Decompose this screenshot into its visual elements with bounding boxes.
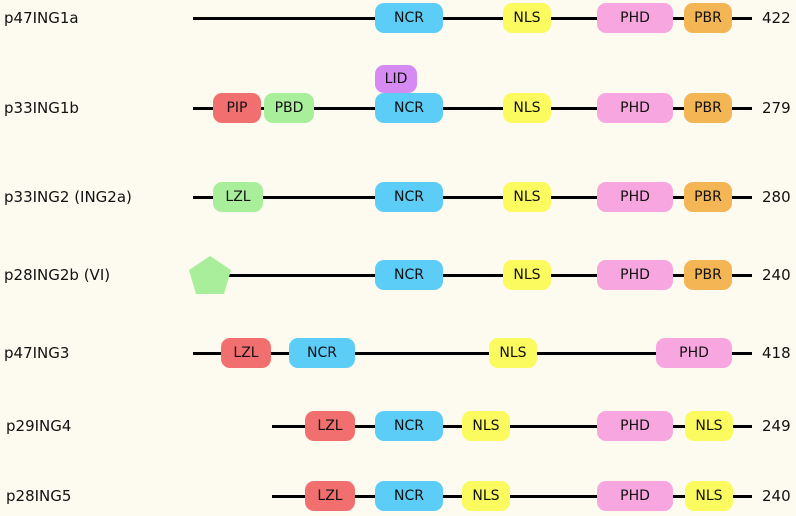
protein-length: 418 [762,344,791,362]
domain-ncr: NCR [375,411,443,441]
protein-backbone-line [193,16,752,20]
domain-nls: NLS [503,3,551,33]
domain-pbd: PBD [264,93,314,123]
domain-lzl: LZL [221,338,271,368]
domain-phd: PHD [656,338,732,368]
domain-lzl: LZL [305,411,355,441]
protein-name: p47ING3 [4,344,70,362]
domain-ncr: NCR [289,338,355,368]
domain-phd: PHD [597,481,673,511]
domain-phd: PHD [597,260,673,290]
protein-backbone-line [193,351,752,355]
domain-nls: NLS [462,411,510,441]
protein-row: p47ING3 LZL NCR NLS PHD 418 [0,333,796,373]
protein-backbone-line [193,106,752,110]
domain-phd: PHD [597,3,673,33]
domain-nls: NLS [685,481,733,511]
domain-nls: NLS [503,93,551,123]
protein-name: p33ING1b [4,99,79,117]
domain-phd: PHD [597,182,673,212]
domain-ncr: NCR [375,3,443,33]
protein-backbone-line [272,494,752,498]
protein-name: p28ING5 [6,487,72,505]
domain-ncr: NCR [375,260,443,290]
domain-nls: NLS [489,338,537,368]
protein-row: p29ING4 LZL NCR NLS PHD NLS 249 [0,406,796,446]
domain-phd: PHD [597,93,673,123]
protein-row: p47ING1a NCR NLS PHD PBR 422 [0,0,796,38]
protein-row: p28ING2b (VI) NCR NLS PHD PBR 240 [0,255,796,295]
protein-backbone-line [225,273,752,277]
domain-ncr: NCR [375,481,443,511]
protein-length: 422 [762,9,791,27]
protein-backbone-line [272,424,752,428]
protein-length: 279 [762,99,791,117]
domain-lzl: LZL [213,182,263,212]
protein-length: 240 [762,487,791,505]
protein-name: p29ING4 [6,417,72,435]
domain-pbr: PBR [684,93,732,123]
domain-pbr: PBR [684,182,732,212]
protein-name: p28ING2b (VI) [4,266,111,284]
domain-nls: NLS [685,411,733,441]
protein-row: p28ING5 LZL NCR NLS PHD NLS 240 [0,476,796,516]
protein-length: 280 [762,188,791,206]
protein-backbone-line [193,195,752,199]
domain-nls: NLS [503,260,551,290]
domain-pip: PIP [213,93,261,123]
pentagon-domain-icon [189,256,231,294]
protein-row: p33ING2 (ING2a) LZL NCR NLS PHD PBR 280 [0,177,796,217]
domain-ncr: NCR [375,182,443,212]
domain-pbr: PBR [684,3,732,33]
protein-name: p33ING2 (ING2a) [4,188,132,206]
domain-ncr: NCR [375,93,443,123]
protein-length: 249 [762,417,791,435]
protein-length: 240 [762,266,791,284]
domain-pbr: PBR [684,260,732,290]
protein-name: p47ING1a [4,9,79,27]
domain-phd: PHD [597,411,673,441]
domain-nls: NLS [503,182,551,212]
domain-lid: LID [375,65,417,93]
domain-nls: NLS [462,481,510,511]
domain-lzl: LZL [305,481,355,511]
